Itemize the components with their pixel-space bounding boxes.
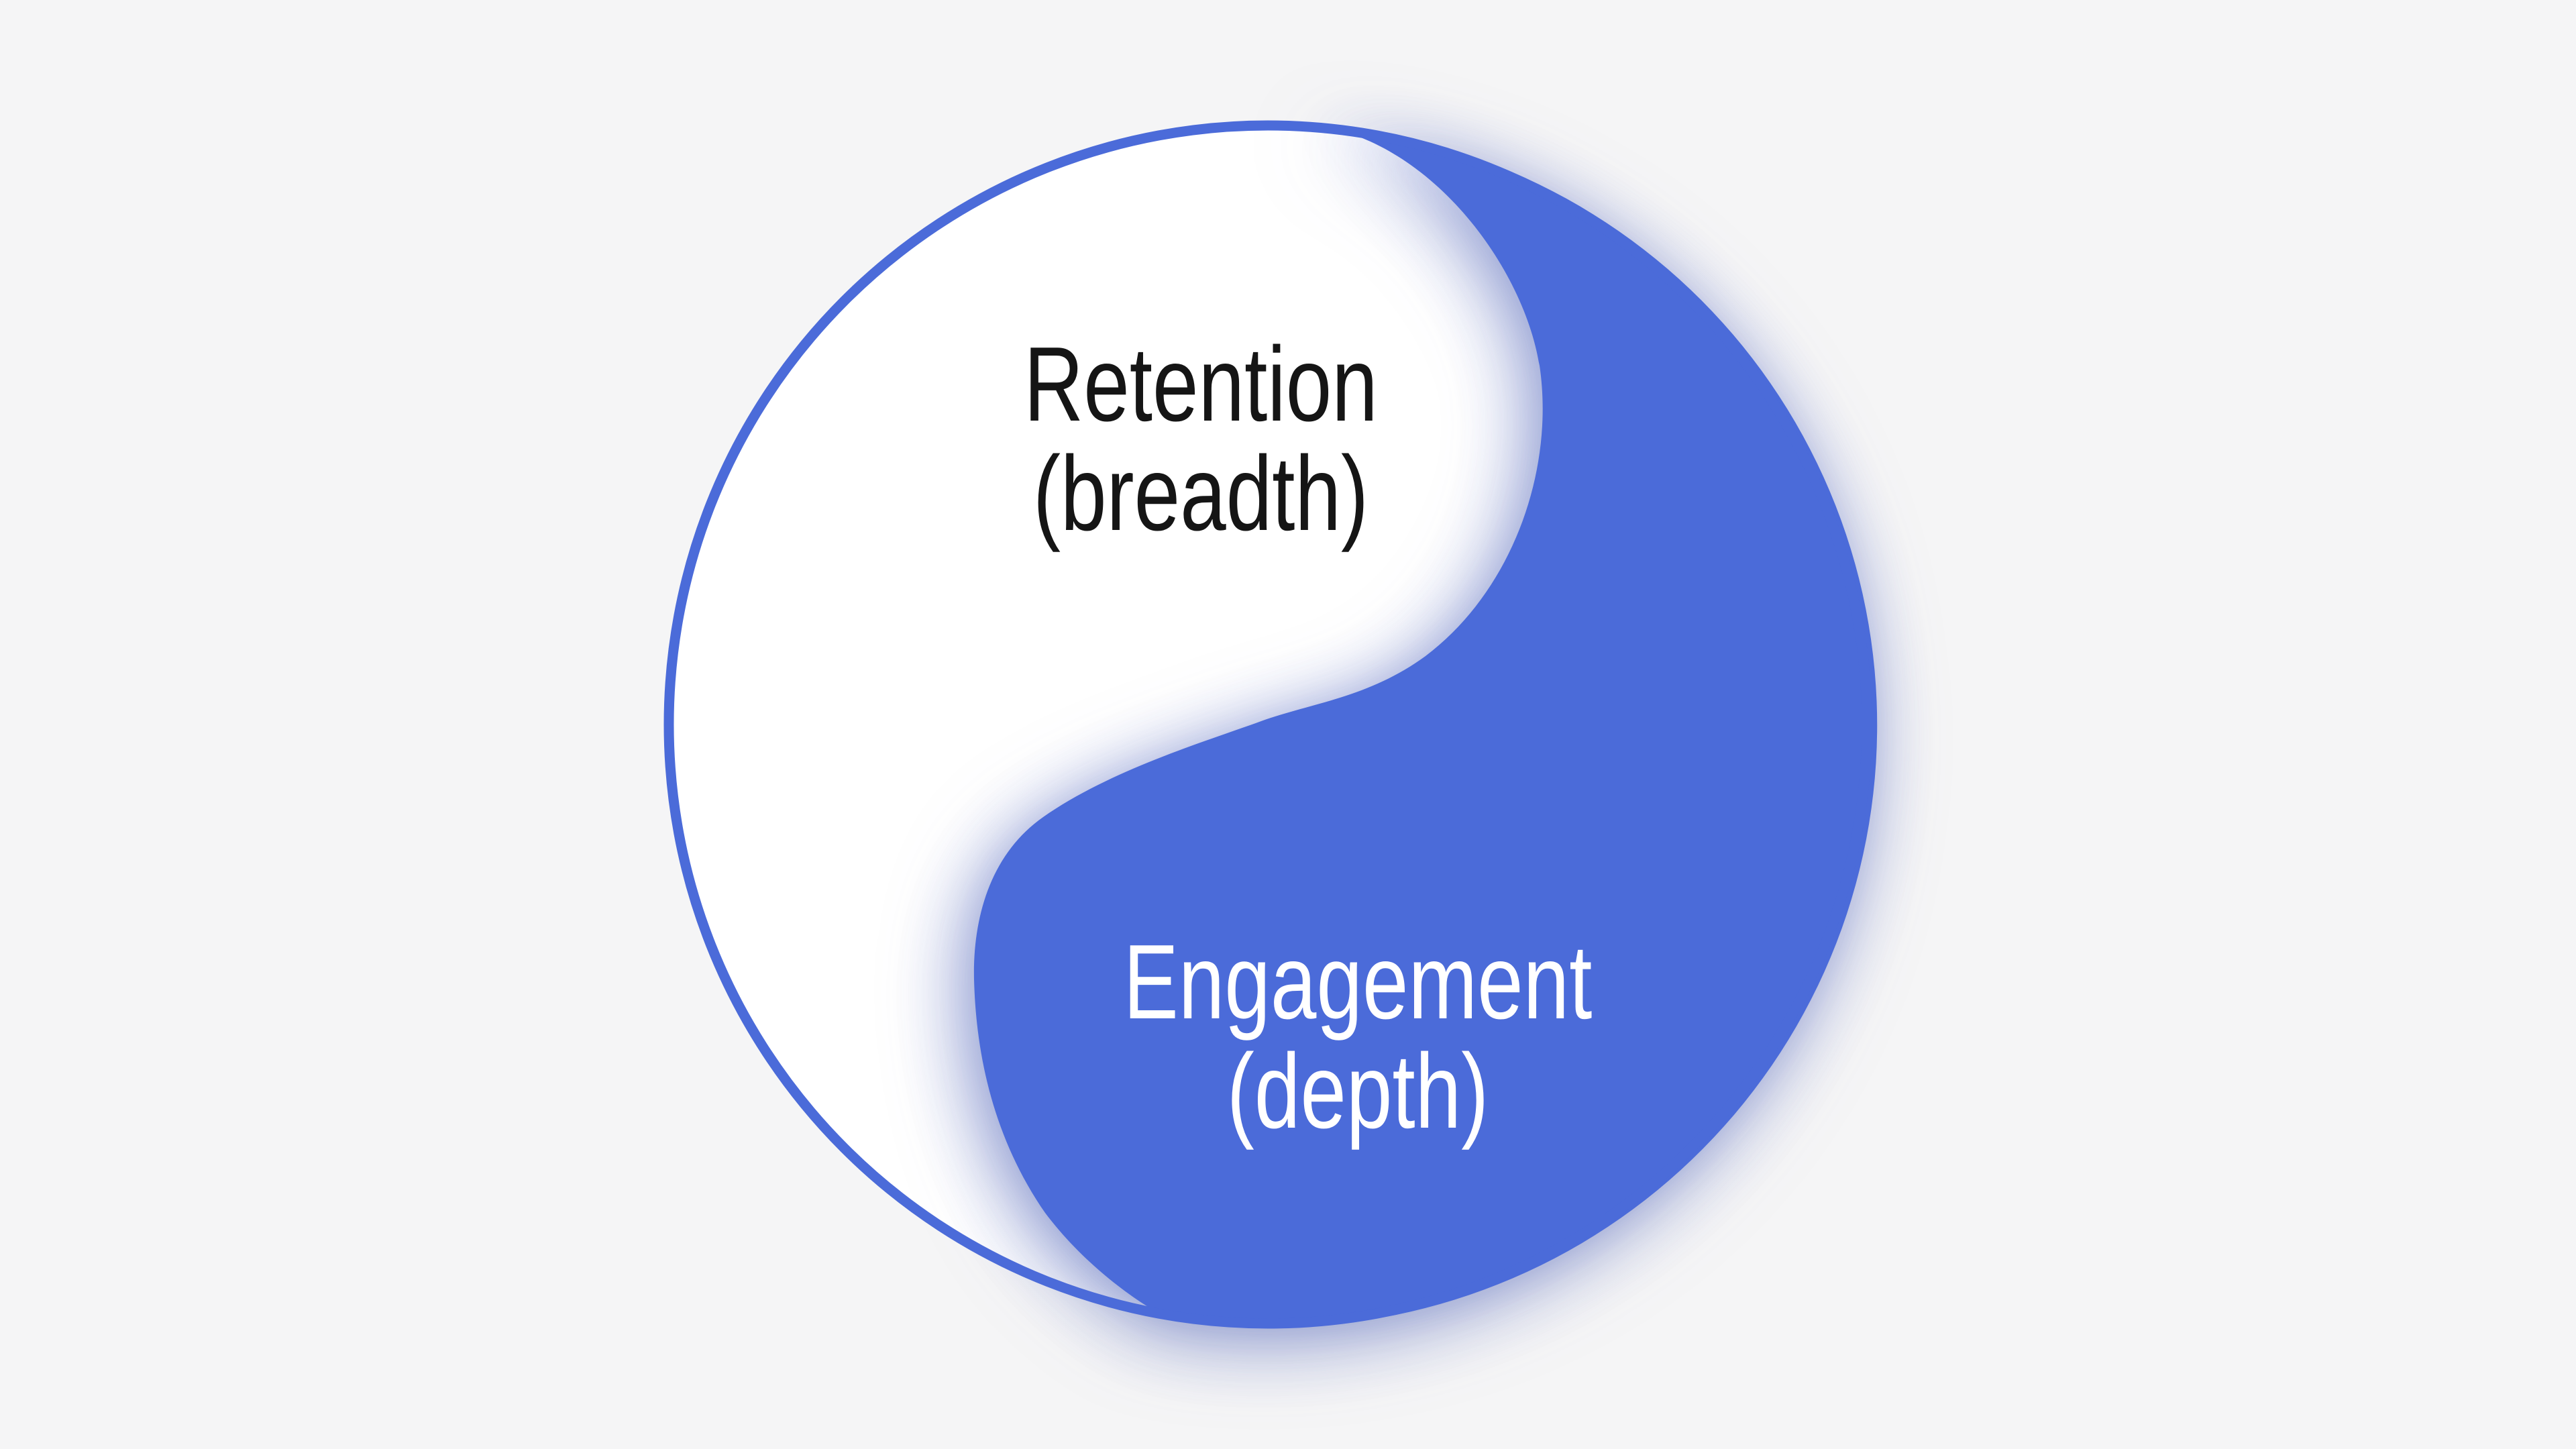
engagement-label: Engagement (depth) [1124, 923, 1593, 1150]
retention-label-line2: (breadth) [1033, 435, 1368, 553]
engagement-segment [973, 124, 1878, 1328]
circle-outline [663, 120, 1872, 1329]
engagement-label-line2: (depth) [1227, 1032, 1489, 1150]
retention-label-line1: Retention [1024, 325, 1377, 443]
retention-label: Retention (breadth) [1024, 325, 1377, 553]
engagement-label-line1: Engagement [1124, 923, 1593, 1041]
